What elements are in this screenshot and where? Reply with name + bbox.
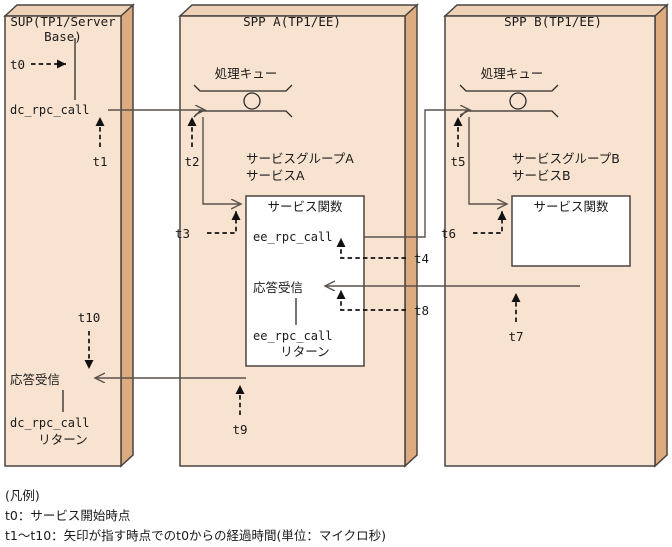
time-marker-t5: t5	[450, 117, 466, 169]
time-marker-t7: t7	[508, 293, 524, 344]
spp-a-queue-top-bracket	[193, 84, 293, 92]
time-marker-t4-arrow	[336, 238, 406, 259]
time-marker-t0: t0	[10, 57, 66, 72]
time-marker-t7-label: t7	[508, 329, 523, 344]
panel-spp-b-title: SPP B(TP1/EE)	[504, 14, 602, 29]
spp-b-function-box-rect	[511, 195, 631, 267]
sup-response-receive-label: 応答受信	[10, 372, 60, 387]
spp-a-function-box-rect	[245, 195, 365, 367]
spp-a-service-group-label: サービスグループA	[246, 151, 354, 166]
time-marker-t5-label: t5	[450, 154, 465, 169]
time-marker-t8-label: t8	[414, 303, 429, 318]
time-marker-t1-label: t1	[92, 154, 107, 169]
sup-dc-rpc-call-label: dc_rpc_call	[10, 103, 89, 117]
panel-sup: SUP(TP1/Server Base)	[3, 3, 135, 468]
sup-dc-rpc-return-line2: リターン	[38, 432, 87, 447]
connector-spp-b-queue-to-function	[468, 117, 507, 204]
spp-b-service-labels: サービスグループB サービスB	[512, 151, 620, 183]
spp-a-ee-rpc-return-line1: ee_rpc_call	[253, 329, 332, 343]
time-marker-t6-label: t6	[441, 226, 456, 241]
sup-dc-rpc-return-line1: dc_rpc_call	[10, 416, 89, 430]
connector-spp-a-queue-to-function	[202, 117, 241, 204]
time-marker-t9: t9	[232, 385, 248, 437]
time-marker-t2: t2	[184, 117, 200, 169]
spp-a-ee-rpc-call-label: ee_rpc_call	[253, 230, 332, 244]
time-marker-t9-label: t9	[232, 422, 247, 437]
time-marker-t10-label: t10	[78, 310, 101, 325]
spp-a-ee-rpc-return-line2: リターン	[280, 344, 329, 359]
time-marker-t2-label: t2	[184, 154, 199, 169]
time-marker-t0-label: t0	[10, 57, 25, 72]
panel-spp-b-side-bevel	[654, 3, 668, 468]
legend-line-1: t0：サービス開始時点	[5, 508, 130, 523]
time-marker-t8-arrow	[336, 290, 406, 311]
spp-b-service-name-label: サービスB	[512, 168, 571, 183]
spp-b-queue-circle-icon	[509, 92, 527, 110]
spp-a-response-receive-label: 応答受信	[253, 280, 303, 295]
panel-spp-a-title: SPP A(TP1/EE)	[243, 14, 341, 29]
spp-a-function-box-title: サービス関数	[267, 199, 343, 214]
connector-spp-a-to-spp-b-queue	[364, 110, 470, 238]
time-marker-t10: t10	[78, 310, 101, 369]
panel-sup-side-bevel	[120, 3, 134, 468]
time-marker-t3-label: t3	[175, 226, 190, 241]
legend: (凡例) t0：サービス開始時点 t1～t10：矢印が指す時点でのt0からの経過…	[5, 488, 386, 543]
spp-a-service-function-box: サービス関数 ee_rpc_call 応答受信 ee_rpc_call リターン	[245, 195, 365, 367]
panel-sup-title-line1: SUP(TP1/Server	[10, 14, 116, 29]
panel-spp-a-side-bevel	[404, 3, 418, 468]
time-marker-t6: t6	[441, 211, 507, 241]
time-marker-t4: t4	[336, 238, 429, 266]
time-marker-t3: t3	[175, 211, 241, 241]
spp-b-function-box-title: サービス関数	[533, 199, 609, 214]
spp-b-processing-queue: 処理キュー	[459, 66, 559, 118]
time-marker-t8: t8	[336, 290, 429, 318]
spp-b-queue-top-bracket	[459, 84, 559, 92]
legend-line-2: t1～t10：矢印が指す時点でのt0からの経過時間(単位：マイクロ秒)	[5, 528, 386, 543]
time-marker-t3-arrow	[207, 211, 241, 234]
legend-header: (凡例)	[5, 488, 40, 503]
spp-a-queue-label: 処理キュー	[215, 66, 278, 81]
panel-sup-title-line2: Base)	[44, 29, 82, 44]
spp-b-service-group-label: サービスグループB	[512, 151, 620, 166]
spp-a-service-name-label: サービスA	[246, 168, 305, 183]
spp-a-service-labels: サービスグループA サービスA	[246, 151, 354, 183]
spp-b-service-function-box: サービス関数	[511, 195, 631, 267]
time-marker-t6-arrow	[473, 211, 507, 234]
spp-a-queue-circle-icon	[243, 92, 261, 110]
spp-b-queue-label: 処理キュー	[481, 66, 544, 81]
time-marker-t1: t1	[92, 117, 108, 169]
sup-flow: dc_rpc_call 応答受信 dc_rpc_call リターン	[10, 38, 89, 447]
time-marker-t4-label: t4	[414, 251, 429, 266]
